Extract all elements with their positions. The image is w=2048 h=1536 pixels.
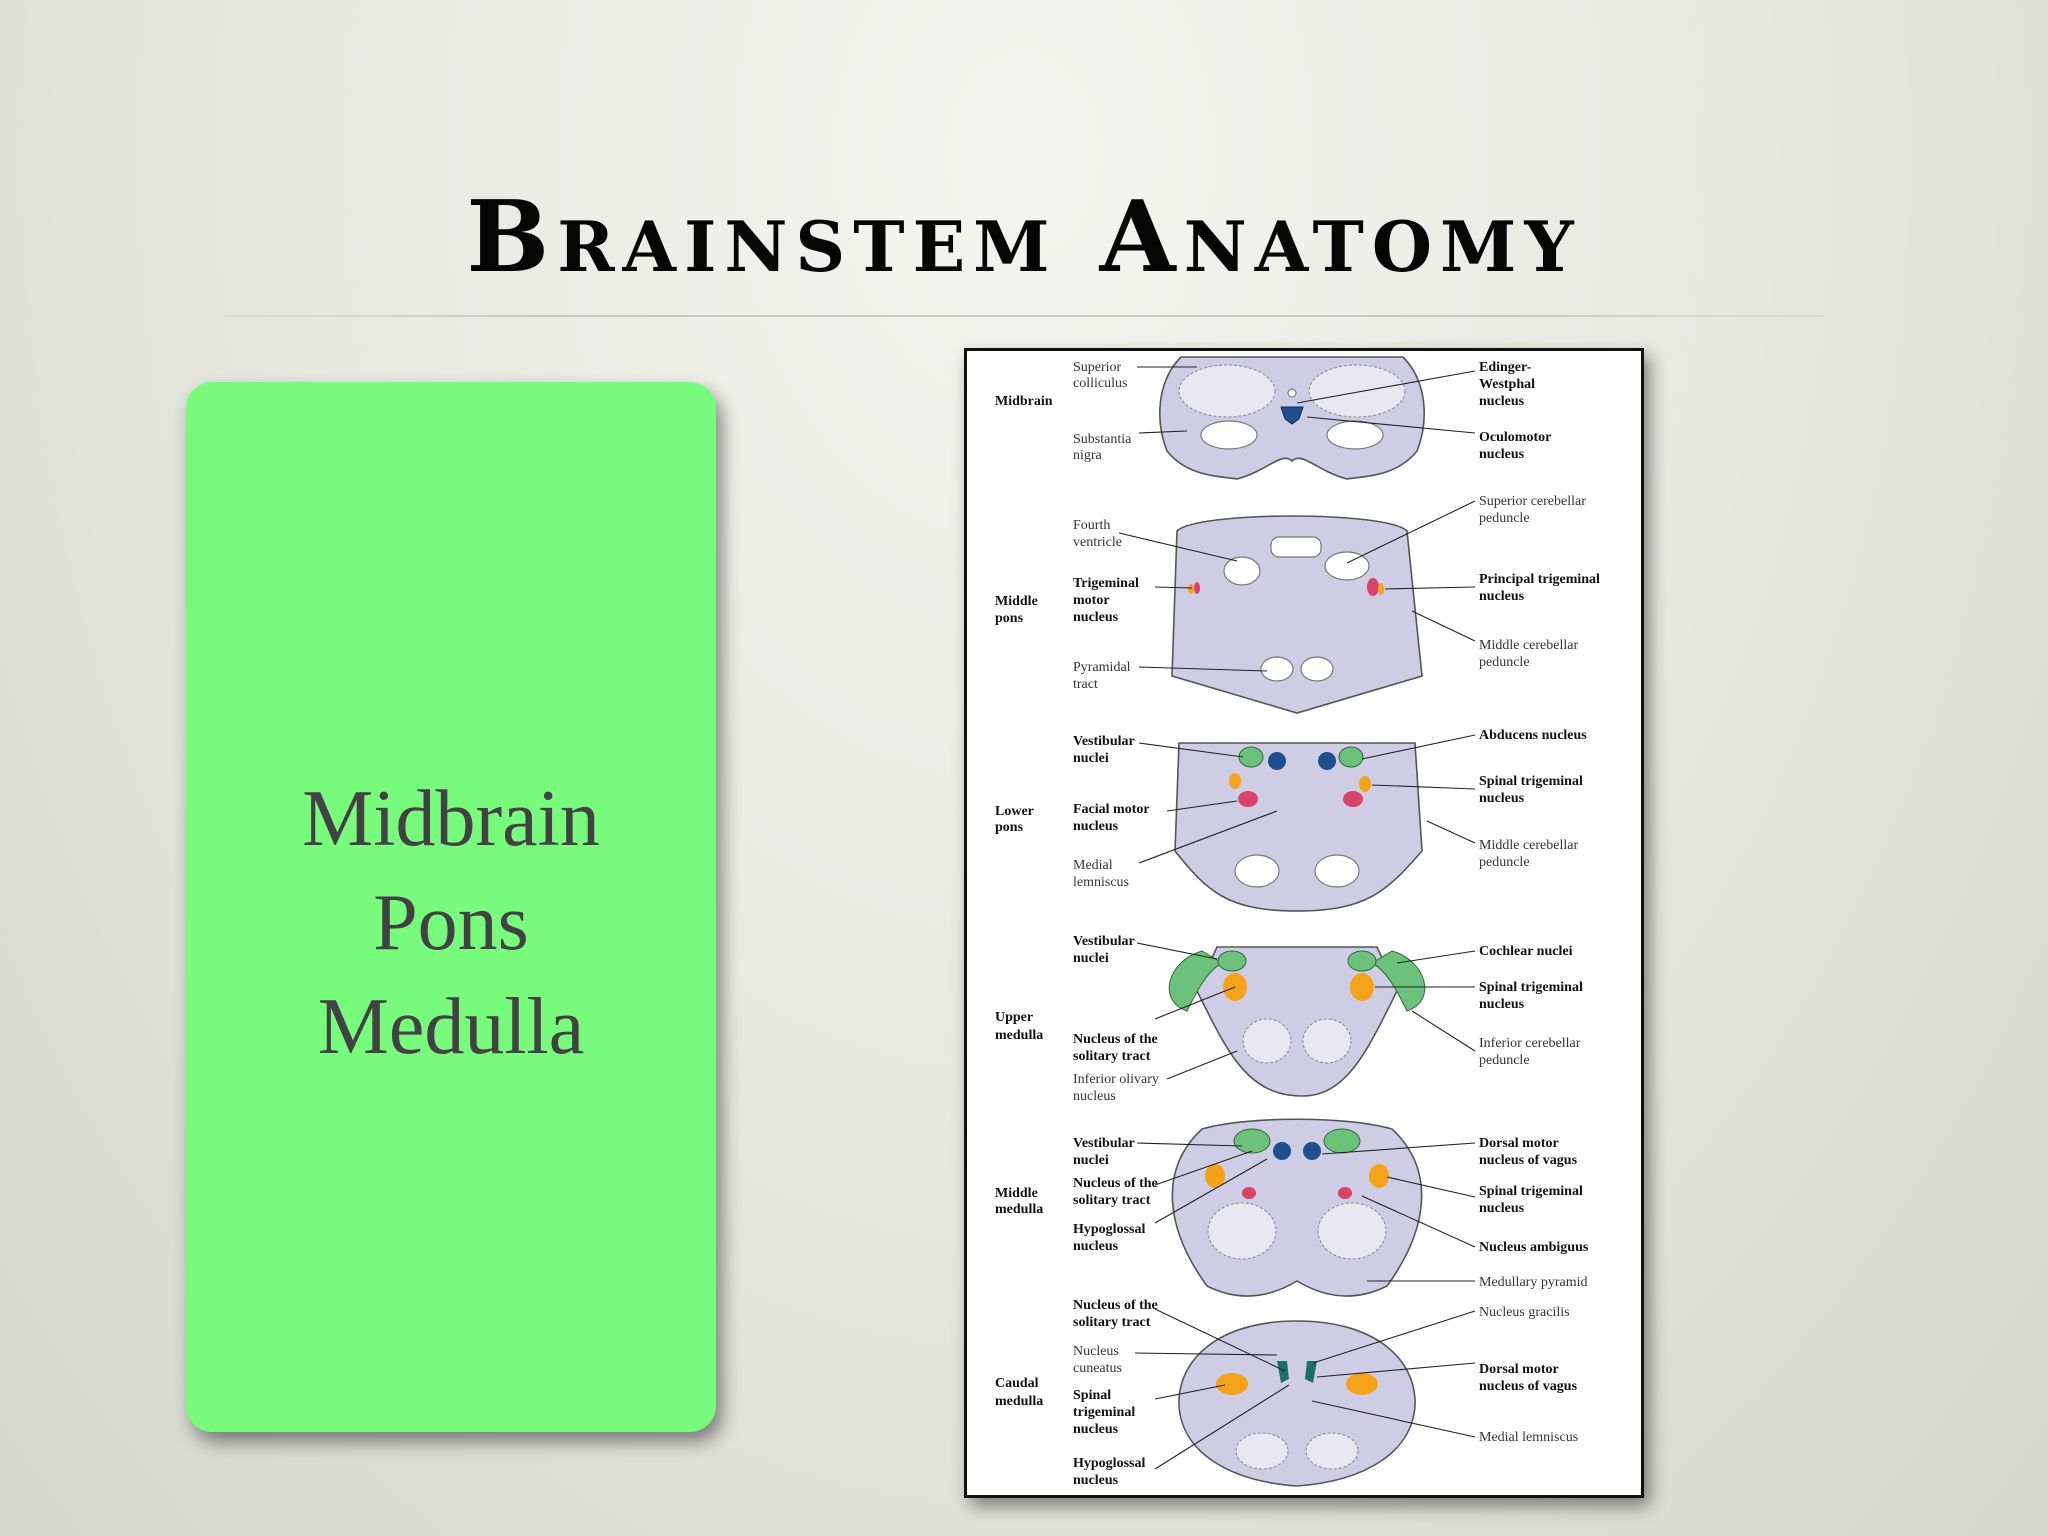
level-name-middle-pons: Middle xyxy=(995,594,1038,609)
label-vestibular-nuclei-lower-pons: Vestibular xyxy=(1073,734,1135,749)
label-vestibular-nuclei-middle-medulla: Vestibular xyxy=(1073,1136,1135,1151)
lower-pons-section xyxy=(1174,742,1423,912)
label-inferior-cerebellar-peduncle: Inferior cerebellar xyxy=(1479,1036,1581,1051)
caudal-medulla-section xyxy=(1178,1320,1416,1487)
label-nucleus-cuneatus-2: cuneatus xyxy=(1073,1361,1122,1376)
title-divider xyxy=(224,315,1824,317)
label-spinal-trigeminal-caudal-3: nucleus xyxy=(1073,1422,1119,1437)
label-spinal-trigeminal-middle-medulla: Spinal trigeminal xyxy=(1479,1184,1583,1199)
topic-pons: Pons xyxy=(373,879,529,967)
label-middle-cerebellar-peduncle-lower: Middle cerebellar xyxy=(1479,838,1578,853)
label-principal-trigeminal-nucleus: Principal trigeminal xyxy=(1479,572,1600,587)
level-name-lower-pons-2: pons xyxy=(995,820,1024,835)
label-superior-colliculus-2: colliculus xyxy=(1073,376,1127,391)
level-name-caudal-medulla-2: medulla xyxy=(995,1394,1043,1409)
topic-card: Midbrain Pons Medulla xyxy=(186,382,716,1432)
label-hypoglossal-nucleus-middle-medulla-2: nucleus xyxy=(1073,1239,1119,1254)
topic-medulla: Medulla xyxy=(317,983,585,1071)
leader-lines xyxy=(1118,366,1476,1470)
label-spinal-trigeminal-middle-medulla-2: nucleus xyxy=(1479,1201,1525,1216)
label-spinal-trigeminal-upper-medulla: Spinal trigeminal xyxy=(1479,980,1583,995)
right-labels: Edinger- Westphal nucleus Oculomotor nuc… xyxy=(1479,360,1600,1445)
label-oculomotor-nucleus-2: nucleus xyxy=(1479,447,1525,462)
label-hypoglossal-nucleus-middle-medulla: Hypoglossal xyxy=(1073,1222,1145,1237)
label-inferior-olivary-nucleus-2: nucleus xyxy=(1073,1089,1116,1104)
level-name-middle-pons-2: pons xyxy=(995,611,1024,626)
label-superior-colliculus: Superior xyxy=(1073,360,1122,375)
label-principal-trigeminal-nucleus-2: nucleus xyxy=(1479,589,1525,604)
label-vestibular-nuclei-upper-medulla: Vestibular xyxy=(1073,934,1135,949)
label-solitary-tract-upper-medulla-2: solitary tract xyxy=(1073,1049,1151,1064)
label-superior-cerebellar-peduncle-2: peduncle xyxy=(1479,511,1530,526)
level-name-lower-pons: Lower xyxy=(995,804,1034,819)
level-name-upper-medulla: Upper xyxy=(995,1010,1033,1025)
label-nucleus-gracilis: Nucleus gracilis xyxy=(1479,1305,1570,1320)
label-edinger-westphal-3: nucleus xyxy=(1479,394,1525,409)
label-cochlear-nuclei: Cochlear nuclei xyxy=(1479,944,1573,959)
label-solitary-tract-caudal-medulla-2: solitary tract xyxy=(1073,1315,1151,1330)
label-middle-cerebellar-peduncle-lower-2: peduncle xyxy=(1479,855,1530,870)
level-name-middle-medulla-2: medulla xyxy=(995,1202,1043,1217)
label-trigeminal-motor-nucleus-2: motor xyxy=(1073,593,1110,608)
label-dorsal-motor-vagus-caudal: Dorsal motor xyxy=(1479,1362,1559,1377)
label-dorsal-motor-vagus-caudal-2: nucleus of vagus xyxy=(1479,1379,1578,1394)
middle-medulla-section xyxy=(1171,1118,1423,1297)
level-name-upper-medulla-2: medulla xyxy=(995,1028,1043,1043)
label-nucleus-cuneatus: Nucleus xyxy=(1073,1344,1119,1359)
label-dorsal-motor-vagus-middle-2: nucleus of vagus xyxy=(1479,1153,1578,1168)
label-medial-lemniscus: Medial xyxy=(1073,858,1113,873)
label-trigeminal-motor-nucleus: Trigeminal xyxy=(1073,576,1139,591)
label-spinal-trigeminal-upper-medulla-2: nucleus xyxy=(1479,997,1525,1012)
label-facial-motor-nucleus: Facial motor xyxy=(1073,802,1150,817)
label-hypoglossal-nucleus-caudal: Hypoglossal xyxy=(1073,1456,1145,1471)
label-trigeminal-motor-nucleus-3: nucleus xyxy=(1073,610,1119,625)
level-names: Midbrain Middle pons Lower pons Upper me… xyxy=(995,394,1053,1409)
label-middle-cerebellar-peduncle-pons: Middle cerebellar xyxy=(1479,638,1578,653)
label-facial-motor-nucleus-2: nucleus xyxy=(1073,819,1119,834)
label-inferior-olivary-nucleus: Inferior olivary xyxy=(1073,1072,1159,1087)
label-pyramidal-tract: Pyramidal xyxy=(1073,660,1131,675)
brainstem-cross-section-figure: Midbrain Middle pons Lower pons Upper me… xyxy=(964,348,1644,1498)
label-medial-lemniscus-caudal: Medial lemniscus xyxy=(1479,1430,1578,1445)
label-solitary-tract-caudal-medulla: Nucleus of the xyxy=(1073,1298,1158,1313)
topic-midbrain: Midbrain xyxy=(302,775,600,863)
topic-list: Midbrain Pons Medulla xyxy=(186,767,716,1079)
label-middle-cerebellar-peduncle-pons-2: peduncle xyxy=(1479,655,1530,670)
level-name-midbrain: Midbrain xyxy=(995,394,1053,409)
label-edinger-westphal-2: Westphal xyxy=(1479,377,1535,392)
label-spinal-trigeminal-lower-pons: Spinal trigeminal xyxy=(1479,774,1583,789)
label-medial-lemniscus-2: lemniscus xyxy=(1073,875,1129,890)
upper-medulla-section xyxy=(1168,946,1426,1097)
label-vestibular-nuclei-middle-medulla-2: nuclei xyxy=(1073,1153,1109,1168)
label-superior-cerebellar-peduncle: Superior cerebellar xyxy=(1479,494,1586,509)
label-spinal-trigeminal-caudal-2: trigeminal xyxy=(1073,1405,1135,1420)
label-solitary-tract-middle-medulla: Nucleus of the xyxy=(1073,1176,1158,1191)
label-dorsal-motor-vagus-middle: Dorsal motor xyxy=(1479,1136,1559,1151)
label-fourth-ventricle-2: ventricle xyxy=(1073,535,1122,550)
midbrain-section xyxy=(1159,356,1425,480)
level-name-caudal-medulla: Caudal xyxy=(995,1376,1039,1391)
level-name-middle-medulla: Middle xyxy=(995,1186,1038,1201)
cross-section-diagram: Midbrain Middle pons Lower pons Upper me… xyxy=(995,356,1600,1488)
label-pyramidal-tract-2: tract xyxy=(1073,677,1098,692)
label-abducens-nucleus: Abducens nucleus xyxy=(1479,728,1587,743)
label-edinger-westphal: Edinger- xyxy=(1479,360,1532,375)
label-oculomotor-nucleus: Oculomotor xyxy=(1479,430,1551,445)
label-inferior-cerebellar-peduncle-2: peduncle xyxy=(1479,1053,1530,1068)
label-medullary-pyramid: Medullary pyramid xyxy=(1479,1275,1587,1290)
label-fourth-ventricle: Fourth xyxy=(1073,518,1110,533)
label-vestibular-nuclei-lower-pons-2: nuclei xyxy=(1073,751,1109,766)
label-hypoglossal-nucleus-caudal-2: nucleus xyxy=(1073,1473,1119,1488)
slide-title: Brainstem Anatomy xyxy=(466,180,1582,295)
label-spinal-trigeminal-caudal: Spinal xyxy=(1073,1388,1111,1403)
middle-pons-section xyxy=(1171,515,1423,714)
left-labels: Superior colliculus Substantia nigra Fou… xyxy=(1073,360,1159,1488)
label-nucleus-ambiguus: Nucleus ambiguus xyxy=(1479,1240,1589,1255)
label-solitary-tract-upper-medulla: Nucleus of the xyxy=(1073,1032,1158,1047)
label-spinal-trigeminal-lower-pons-2: nucleus xyxy=(1479,791,1525,806)
label-substantia-nigra-2: nigra xyxy=(1073,448,1103,463)
label-substantia-nigra: Substantia xyxy=(1073,432,1132,447)
label-vestibular-nuclei-upper-medulla-2: nuclei xyxy=(1073,951,1109,966)
label-solitary-tract-middle-medulla-2: solitary tract xyxy=(1073,1193,1151,1208)
